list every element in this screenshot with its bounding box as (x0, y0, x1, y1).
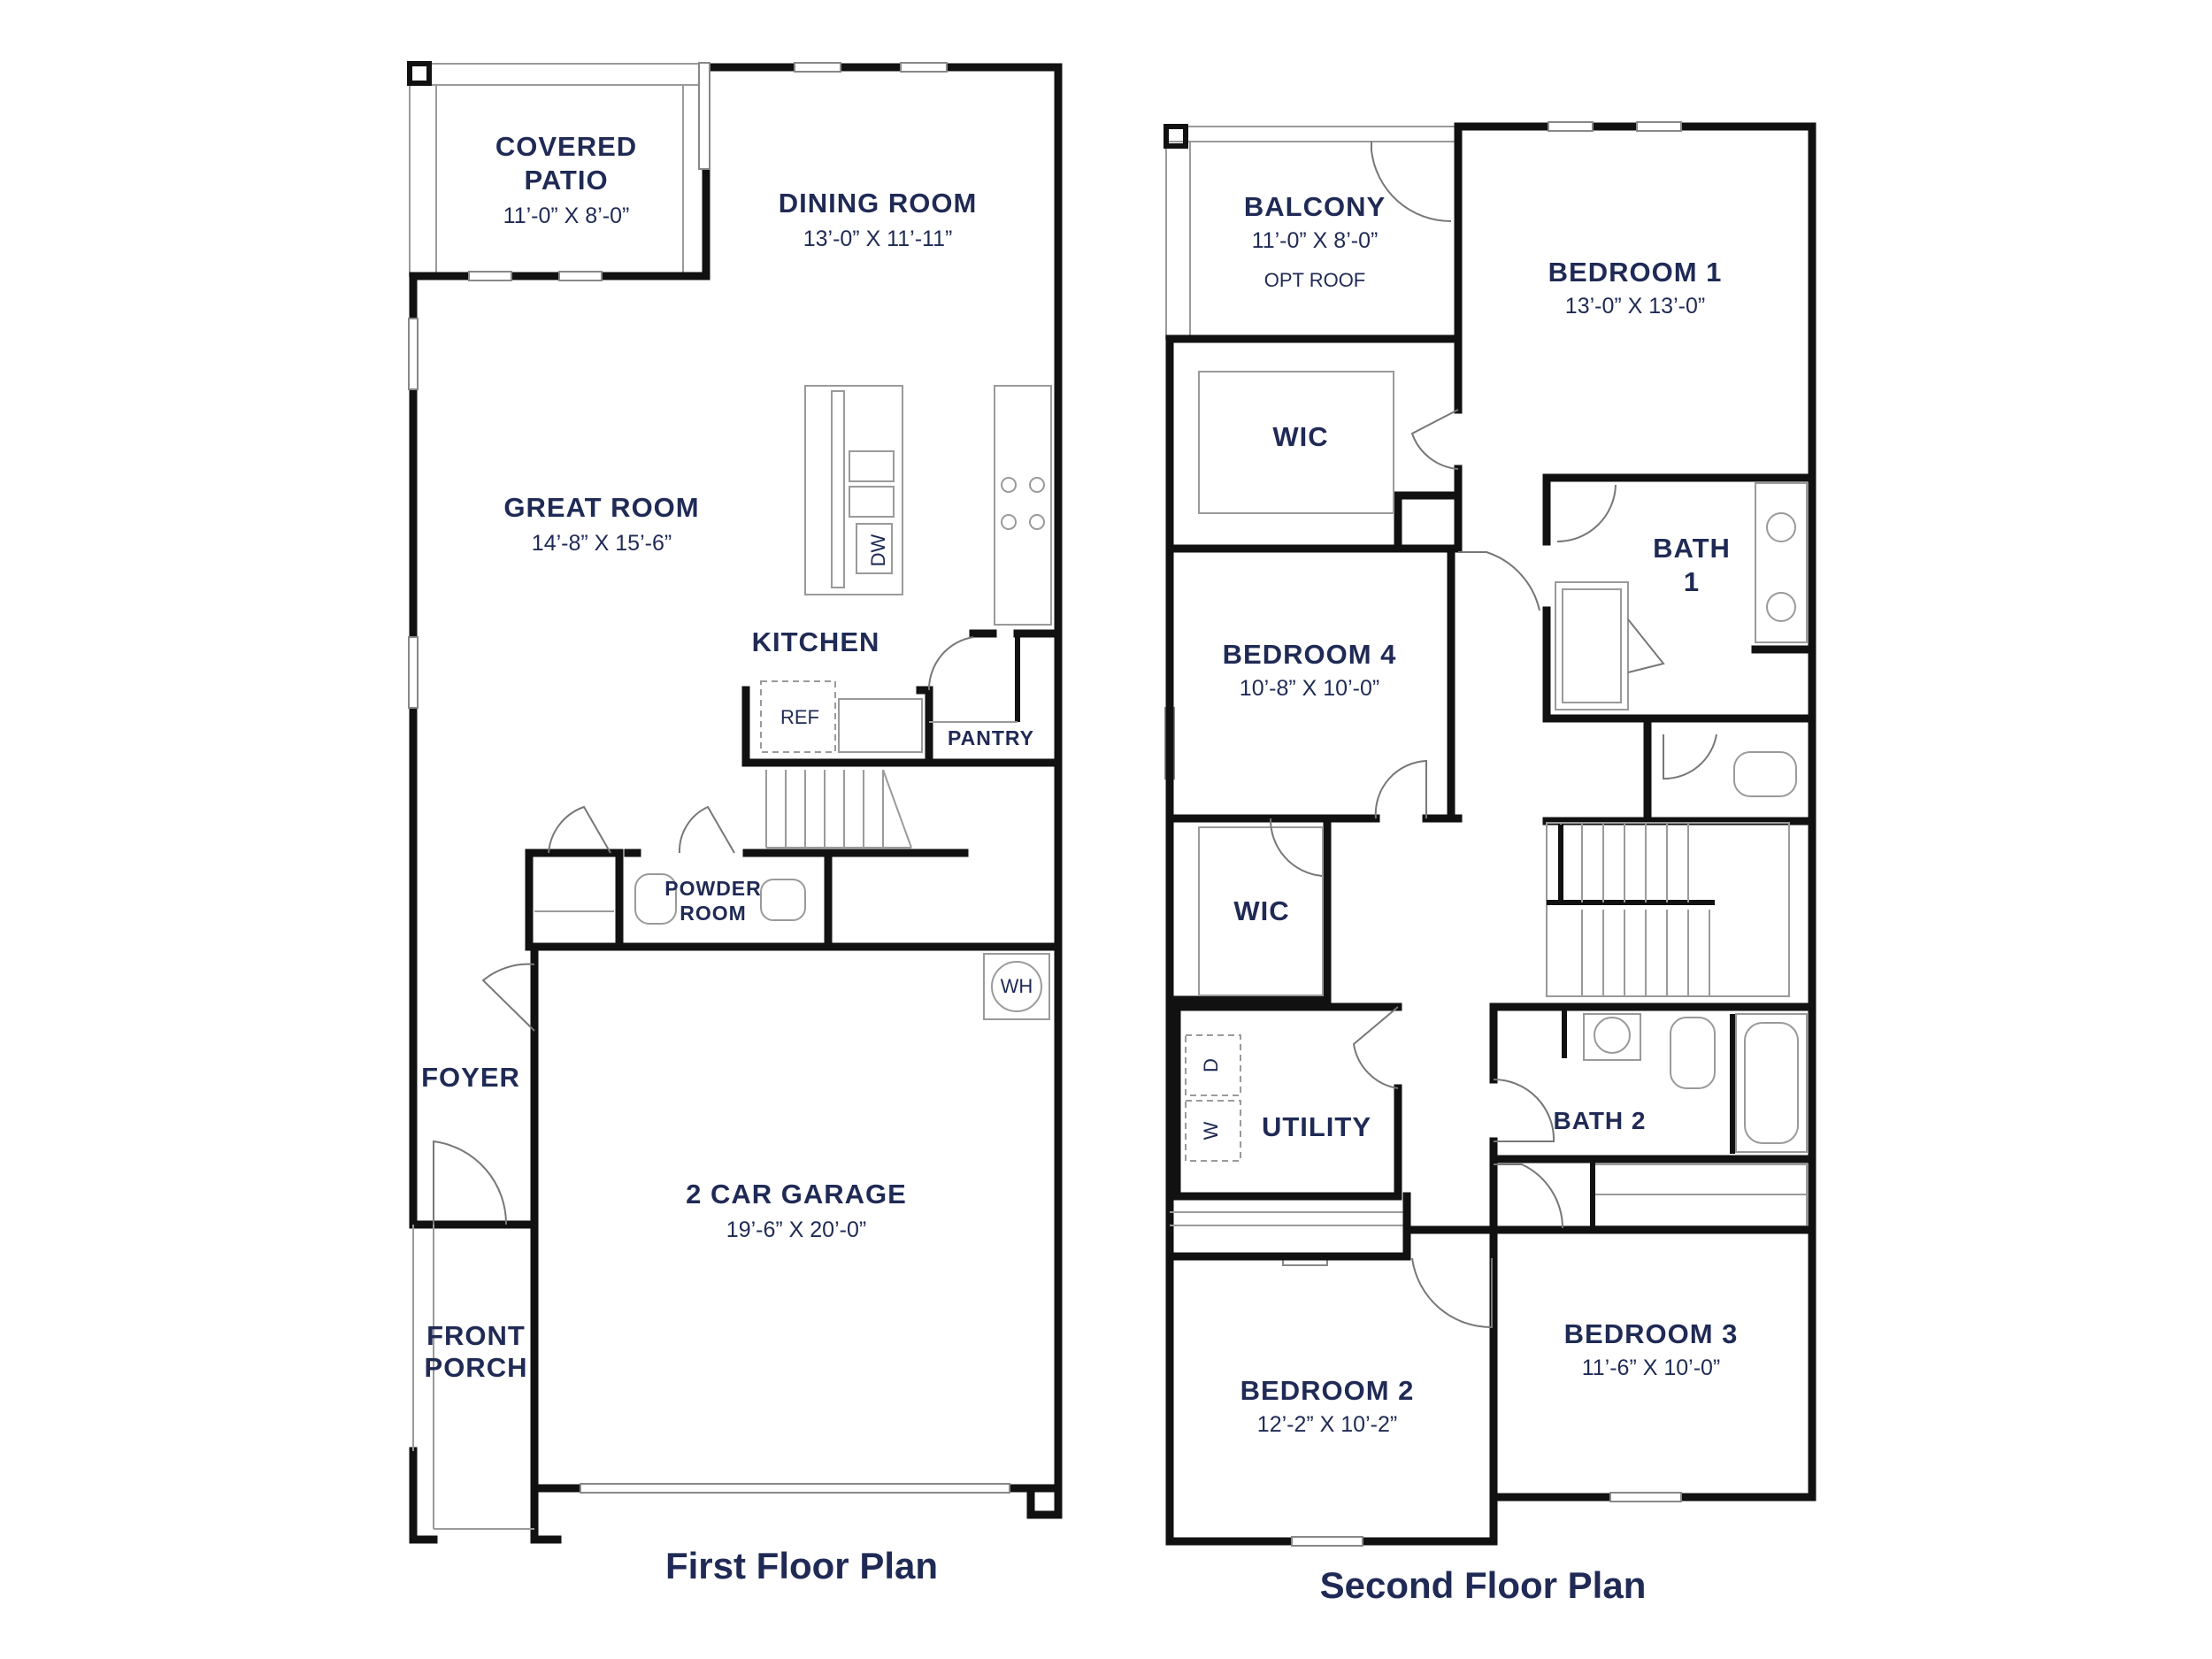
kitchen-label: KITCHEN (752, 626, 880, 657)
covered-patio-label-2: PATIO (524, 165, 608, 196)
garage-walls (433, 942, 1050, 1493)
bedroom1-dim: 13’-0” X 13’-0” (1565, 294, 1705, 319)
powder-room-label-2: ROOM (680, 902, 747, 925)
bedroom4-label: BEDROOM 4 (1223, 639, 1397, 670)
dining-room-dim: 13’-0” X 11’-11” (803, 227, 953, 251)
front-porch-outline (412, 1225, 534, 1530)
great-room-dim: 14’-8” X 15’-6” (532, 531, 672, 556)
dining-room-label: DINING ROOM (779, 188, 978, 219)
first-floor-stairs (742, 769, 969, 857)
balcony-note: OPT ROOF (1264, 269, 1366, 291)
second-floor-plan: BALCONY 11’-0” X 8’-0” OPT ROOF BEDROOM … (1164, 121, 1816, 1606)
garage-dim: 19’-6” X 20’-0” (726, 1217, 866, 1242)
wic-mid-label: WIC (1233, 895, 1289, 926)
balcony-label: BALCONY (1244, 191, 1386, 222)
powder-room-walls (525, 805, 1063, 951)
covered-patio-dim: 11’-0” X 8’-0” (503, 204, 630, 228)
water-heater-label: WH (1001, 975, 1033, 997)
second-floor-exterior-walls (1165, 122, 1816, 1546)
bath1-label-2: 1 (1684, 566, 1700, 597)
bedroom2-label: BEDROOM 2 (1240, 1375, 1415, 1406)
front-porch-label: FRONT (426, 1320, 526, 1351)
kitchen-interior-walls (741, 629, 1063, 767)
foyer-label: FOYER (421, 1062, 520, 1093)
second-floor-labels: BALCONY 11’-0” X 8’-0” OPT ROOF BEDROOM … (1200, 191, 1739, 1437)
dryer-label: D (1200, 1058, 1222, 1072)
bedroom3-dim: 11’-6” X 10’-0” (1582, 1356, 1721, 1380)
kitchen-fixtures (760, 385, 1052, 753)
washer-label: W (1200, 1121, 1222, 1140)
bath2-label: BATH 2 (1553, 1107, 1646, 1134)
first-floor-labels: COVERED PATIO 11’-0” X 8’-0” DINING ROOM… (421, 131, 1034, 1383)
powder-room-label: POWDER (664, 877, 762, 900)
bedroom3-label: BEDROOM 3 (1564, 1318, 1739, 1349)
bedroom2-dim: 12’-2” X 10’-2” (1257, 1412, 1397, 1437)
bedroom4-dim: 10’-8” X 10’-0” (1240, 676, 1379, 701)
bedroom1-label: BEDROOM 1 (1548, 257, 1723, 288)
pantry-label: PANTRY (948, 726, 1034, 749)
front-porch-label-2: PORCH (425, 1352, 528, 1383)
second-floor-title: Second Floor Plan (1320, 1564, 1647, 1606)
refrigerator-label: REF (780, 706, 819, 728)
wic-top-label: WIC (1272, 421, 1328, 452)
covered-patio-label: COVERED (495, 131, 637, 162)
first-floor-title: First Floor Plan (665, 1545, 938, 1586)
first-floor-exterior-walls (409, 63, 1063, 1544)
bath1-label: BATH (1653, 533, 1731, 564)
garage-label: 2 CAR GARAGE (686, 1179, 907, 1210)
first-floor-windows (408, 62, 1010, 1494)
balcony-dim: 11’-0” X 8’-0” (1252, 228, 1379, 253)
dishwasher-label: DW (867, 534, 889, 566)
second-floor-interior-walls (1165, 334, 1816, 1502)
great-room-label: GREAT ROOM (503, 492, 699, 523)
first-floor-plan: COVERED PATIO 11’-0” X 8’-0” DINING ROOM… (407, 61, 1063, 1586)
utility-label: UTILITY (1262, 1111, 1371, 1142)
